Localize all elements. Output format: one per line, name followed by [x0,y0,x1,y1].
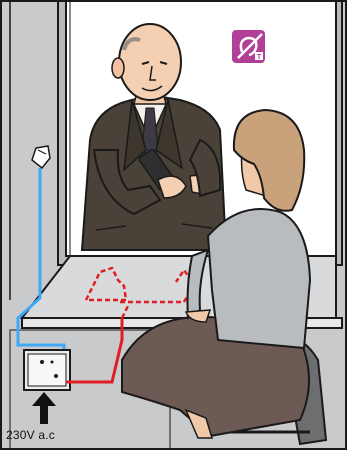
voltage-label: 230V a.c [6,428,55,442]
hearing-loop-t-letter: T [257,54,262,61]
loop-amplifier-icon [24,350,70,390]
hearing-loop-icon: T [232,30,265,63]
